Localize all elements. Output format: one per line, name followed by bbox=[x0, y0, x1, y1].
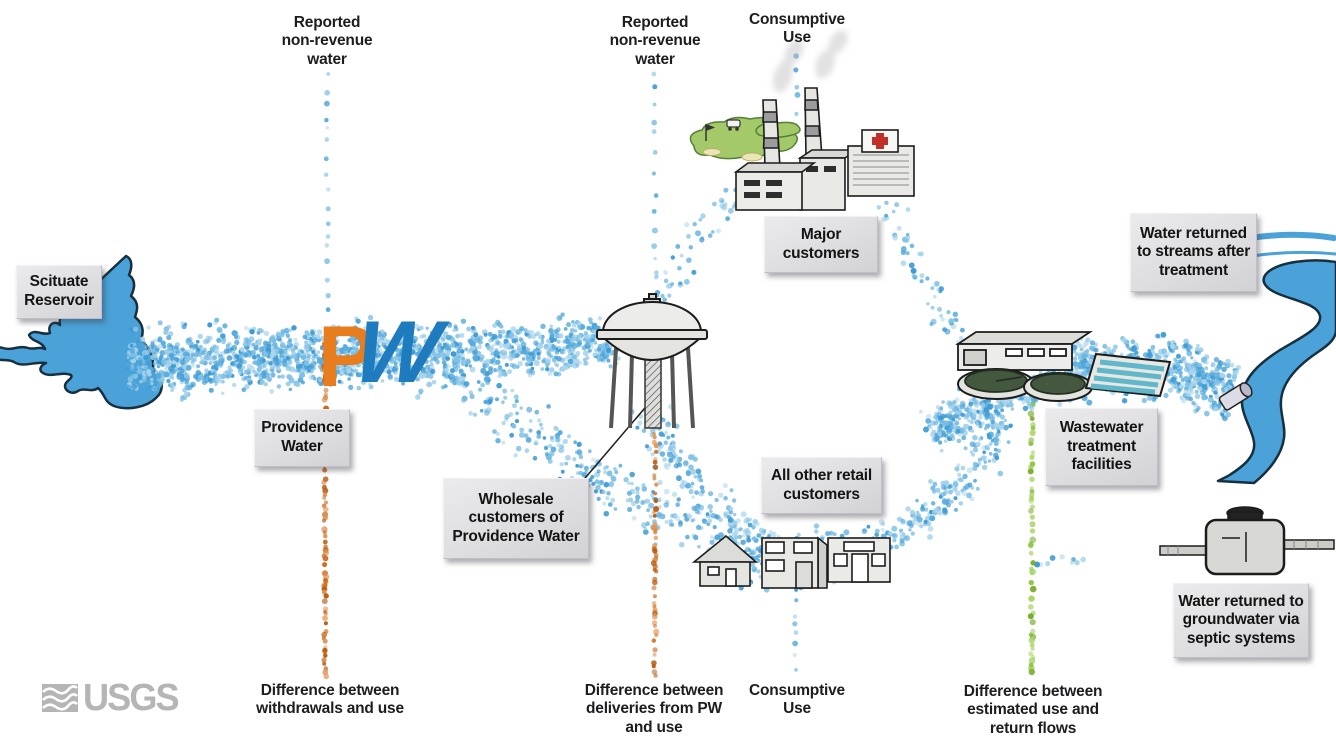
usgs-logo: USGS bbox=[42, 679, 183, 717]
annotation-diff-deliveries: Difference between deliveries from PW an… bbox=[584, 682, 724, 736]
water-tower-icon bbox=[596, 293, 708, 429]
flow-delivery-diff-line bbox=[650, 432, 660, 678]
outfall-pipe-icon bbox=[1218, 382, 1253, 411]
wastewater-plant-icon bbox=[955, 331, 1172, 402]
pw-logo-letter-p: P bbox=[318, 309, 376, 405]
flow-nrw-mid-line bbox=[651, 71, 659, 297]
hospital-icon bbox=[847, 129, 915, 197]
label-water-returned-groundwater: Water returned to groundwater via septic… bbox=[1173, 583, 1309, 658]
flow-consumptive-bottom-line bbox=[792, 588, 799, 672]
annotation-reported-nrw-mid: Reported non-revenue water bbox=[609, 14, 701, 68]
label-wholesale-customers: Wholesale customers of Providence Water bbox=[443, 478, 589, 559]
label-scituate-reservoir: Scituate Reservoir bbox=[16, 265, 102, 319]
annotation-reported-nrw-left: Reported non-revenue water bbox=[281, 14, 373, 68]
annotation-diff-estimated: Difference between estimated use and ret… bbox=[963, 683, 1103, 737]
label-all-other-retail: All other retail customers bbox=[761, 457, 882, 514]
pw-logo-letter-w: W bbox=[349, 302, 447, 401]
wholesale-pointer-line bbox=[579, 401, 651, 485]
label-water-returned-streams: Water returned to streams after treatmen… bbox=[1130, 213, 1257, 292]
annotation-consumptive-use-top: Consumptive Use bbox=[749, 11, 845, 47]
flow-reservoir-to-pw bbox=[125, 314, 471, 402]
water-flow-dots bbox=[125, 53, 1242, 680]
houses-icon bbox=[691, 534, 891, 589]
label-major-customers: Major customers bbox=[764, 216, 878, 273]
annotation-consumptive-use-bottom: Consumptive Use bbox=[749, 682, 845, 718]
factory-icon bbox=[733, 30, 860, 211]
providence-water-logo: P W bbox=[318, 302, 458, 406]
usgs-wave-icon bbox=[42, 684, 78, 712]
annotation-diff-withdrawals: Difference between withdrawals and use bbox=[256, 682, 404, 718]
label-providence-water: Providence Water bbox=[254, 409, 350, 467]
golf-course-icon bbox=[689, 116, 801, 162]
septic-tank-icon bbox=[1159, 506, 1335, 576]
flow-retail-to-septic bbox=[1034, 554, 1087, 568]
flow-major-to-wwtp bbox=[876, 200, 990, 363]
flow-nrw-left-line bbox=[323, 72, 331, 313]
flow-return-diff-line bbox=[1027, 393, 1037, 676]
label-wastewater-treatment: Wastewater treatment facilities bbox=[1045, 408, 1158, 486]
usgs-logo-text: USGS bbox=[83, 677, 180, 719]
